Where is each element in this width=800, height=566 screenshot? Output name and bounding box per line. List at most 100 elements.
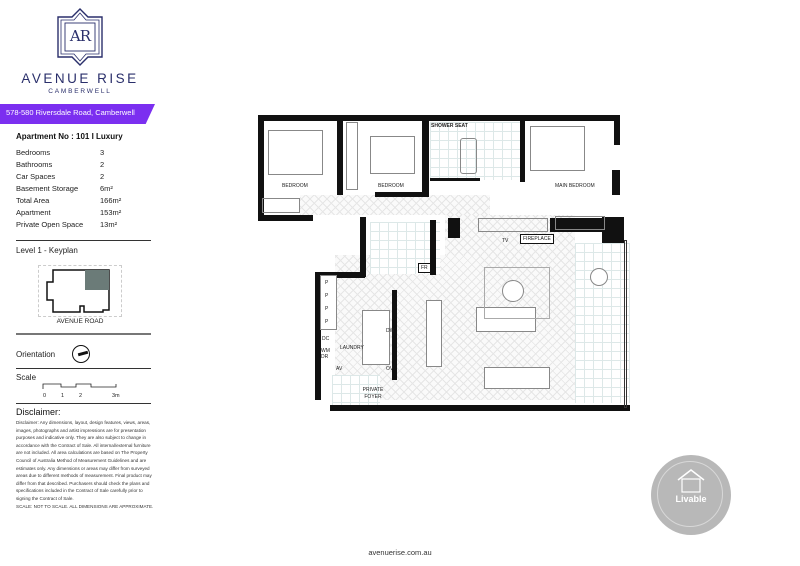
scale-tick: 1 (61, 393, 65, 399)
room-label-bedroom-2: BEDROOM (378, 183, 404, 189)
wall-bath-right (430, 220, 436, 275)
wall-left-kitchen (315, 272, 321, 400)
room-label-main-bedroom: MAIN BEDROOM (555, 183, 595, 189)
spec-row-basement-storage: Basement Storage 6m² (16, 184, 156, 195)
brand-name: AVENUE RISE (21, 71, 139, 86)
foyer-floor (332, 375, 380, 405)
apartment-title: Apartment No : 101 I Luxury (16, 132, 123, 141)
ensuite-floor (430, 122, 520, 180)
pantry-cabinets (320, 275, 337, 330)
orientation-label: Orientation (16, 350, 56, 359)
spec-value: 2 (100, 172, 105, 181)
compass-icon (72, 345, 90, 363)
spec-label: Car Spaces (16, 172, 56, 181)
brand-suburb: CAMBERWELL (48, 88, 112, 95)
wall-bed2-ensuite (422, 115, 429, 197)
room-label-fireplace: FIREPLACE (520, 234, 554, 244)
wall-bed1-bed2 (337, 115, 343, 195)
bed-2 (370, 136, 415, 174)
wall-ensuite-bottom (430, 178, 480, 181)
wardrobe-main-2 (555, 216, 605, 230)
spec-row-bathrooms: Bathrooms 2 (16, 160, 156, 171)
spec-label: Bathrooms (16, 160, 53, 169)
divider (16, 403, 151, 404)
balcony-floor (575, 243, 630, 403)
room-label-ov: OV (386, 366, 394, 372)
bathtub (460, 138, 477, 174)
wall-left-bedroom (258, 115, 264, 220)
spec-value: 153m² (100, 208, 122, 217)
spec-row-total-area: Total Area 166m² (16, 196, 156, 207)
spec-row-car-spaces: Car Spaces 2 (16, 172, 156, 183)
room-label-private-foyer: PRIVATE FOYER (362, 387, 384, 400)
laundry-bench (362, 310, 390, 365)
room-label-pantry: P (325, 293, 329, 299)
monogram-text: AR (69, 27, 91, 45)
badge-label: Livable (675, 494, 707, 504)
wall-kitchen-top (315, 272, 365, 278)
room-label-dw: DW (386, 328, 395, 334)
website-link[interactable]: avenuerise.com.au (368, 548, 432, 557)
keyplan-map (38, 265, 122, 317)
room-label-laundry: LAUNDRY (340, 345, 364, 351)
room-label-dc: DC (322, 336, 330, 342)
spec-value: 3 (100, 148, 105, 157)
keyplan-road-label: AVENUE ROAD (56, 318, 104, 325)
bed-1 (268, 130, 323, 175)
spec-value: 166m² (100, 196, 122, 205)
wall-bedroom-bottom (258, 215, 313, 221)
room-label-wm-dr: WM DR (321, 348, 330, 360)
sofa (476, 307, 536, 332)
room-label-pantry: P (325, 280, 329, 286)
wall-bath-left (360, 217, 366, 277)
balcony-table (590, 268, 608, 286)
spec-value: 13m² (100, 220, 118, 229)
room-label-bedroom-1: BEDROOM (282, 183, 308, 189)
spec-value: 2 (100, 160, 105, 169)
wardrobe-main-1 (478, 218, 548, 232)
divider (16, 333, 151, 335)
avenue-rise-monogram-icon (57, 8, 103, 66)
divider (16, 368, 151, 369)
spec-label: Total Area (16, 196, 50, 205)
wardrobe-bed2 (346, 122, 358, 190)
wall-tv-left (448, 218, 460, 238)
coffee-table (502, 280, 524, 302)
divider (16, 240, 151, 241)
address-text: 578-580 Riversdale Road, Camberwell (6, 108, 135, 117)
spec-label: Bedrooms (16, 148, 51, 157)
room-label-tv: TV (502, 238, 509, 244)
spec-label: Apartment (16, 208, 51, 217)
room-label-pantry: P (325, 319, 329, 325)
wall-laundry-kitchen (392, 290, 397, 380)
wardrobe-bed1 (262, 198, 300, 213)
brand-logo: AR (55, 8, 105, 66)
wall-ensuite-main (520, 120, 525, 182)
address-banner (0, 104, 155, 124)
spec-row-private-open-space: Private Open Space 13m² (16, 220, 156, 231)
floorplan: BEDROOM BEDROOM SHOWER SEAT MAIN BEDROOM… (250, 100, 640, 412)
spec-row-apartment: Apartment 153m² (16, 208, 156, 219)
disclaimer-title: Disclaimer: (16, 407, 61, 417)
wall-top (258, 115, 620, 121)
scale-bar-icon (42, 383, 117, 389)
wall-right-top (614, 115, 620, 145)
room-label-shower-seat: SHOWER SEAT (431, 123, 468, 129)
room-label-pantry: P (325, 306, 329, 312)
spec-label: Basement Storage (16, 184, 79, 193)
keyplan-label: Level 1 - Keyplan (16, 246, 78, 255)
spec-value: 6m² (100, 184, 113, 193)
hallway-floor (300, 195, 490, 215)
spec-row-bedrooms: Bedrooms 3 (16, 148, 156, 159)
kitchen-island (426, 300, 442, 367)
spec-label: Private Open Space (16, 220, 84, 229)
room-label-av: AV (336, 366, 343, 372)
wall-right-mid (612, 170, 620, 195)
livable-housing-icon (657, 461, 723, 527)
dining-table (484, 367, 550, 389)
disclaimer-body: Disclaimer: Any dimensions, layout, desi… (16, 419, 156, 510)
scale-tick: 3m (112, 393, 120, 399)
scale-label: Scale (16, 373, 37, 382)
keyplan-outline-icon (46, 269, 110, 313)
bathroom-floor (370, 222, 440, 274)
